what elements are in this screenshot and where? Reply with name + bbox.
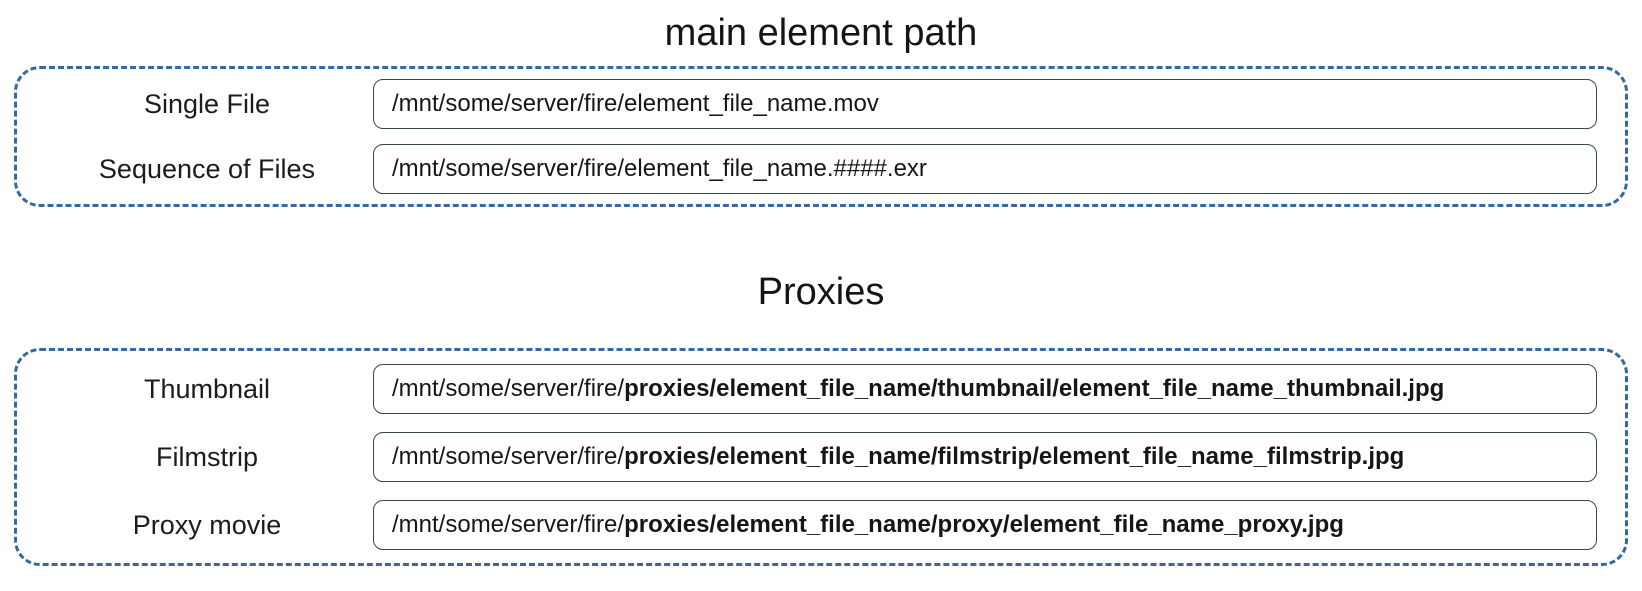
- proxy-movie-path-field[interactable]: /mnt/some/server/fire/proxies/element_fi…: [373, 500, 1597, 550]
- main-element-path-title: main element path: [664, 12, 978, 54]
- filmstrip-path-field[interactable]: /mnt/some/server/fire/proxies/element_fi…: [373, 432, 1597, 482]
- filmstrip-path-text: /mnt/some/server/fire/: [392, 443, 625, 470]
- thumbnail-row: Thumbnail /mnt/some/server/fire/proxies/…: [41, 364, 1597, 414]
- sequence-of-files-path-text: /mnt/some/server/fire/element_file_name.…: [392, 155, 927, 182]
- section-proxies: Proxies Thumbnail /mnt/some/server/fire/…: [0, 269, 1642, 566]
- main-element-path-group: Single File /mnt/some/server/fire/elemen…: [14, 66, 1628, 207]
- thumbnail-path-text: /mnt/some/server/fire/: [392, 375, 625, 402]
- proxies-group: Thumbnail /mnt/some/server/fire/proxies/…: [14, 348, 1628, 566]
- proxy-movie-path-text: /mnt/some/server/fire/: [392, 511, 625, 538]
- proxy-movie-label: Proxy movie: [132, 509, 282, 540]
- section-main-element-path: main element path Single File /mnt/some/…: [0, 10, 1642, 207]
- thumbnail-path-text-bold: proxies/element_file_name/thumbnail/elem…: [624, 375, 1445, 402]
- single-file-row: Single File /mnt/some/server/fire/elemen…: [41, 79, 1597, 129]
- thumbnail-label: Thumbnail: [143, 373, 271, 404]
- sequence-of-files-path-field[interactable]: /mnt/some/server/fire/element_file_name.…: [373, 144, 1597, 194]
- filmstrip-label: Filmstrip: [156, 441, 258, 472]
- proxy-movie-path-text-bold: proxies/element_file_name/proxy/element_…: [624, 511, 1344, 538]
- thumbnail-path-field[interactable]: /mnt/some/server/fire/proxies/element_fi…: [373, 364, 1597, 414]
- sequence-of-files-label: Sequence of Files: [98, 153, 316, 184]
- filmstrip-path-text-bold: proxies/element_file_name/filmstrip/elem…: [624, 443, 1405, 470]
- proxy-movie-row: Proxy movie /mnt/some/server/fire/proxie…: [41, 500, 1597, 550]
- single-file-path-text: /mnt/some/server/fire/element_file_name.…: [392, 90, 879, 117]
- single-file-path-field[interactable]: /mnt/some/server/fire/element_file_name.…: [373, 79, 1597, 129]
- sequence-of-files-row: Sequence of Files /mnt/some/server/fire/…: [41, 144, 1597, 194]
- proxies-title: Proxies: [757, 271, 885, 313]
- filmstrip-row: Filmstrip /mnt/some/server/fire/proxies/…: [41, 432, 1597, 482]
- single-file-label: Single File: [143, 88, 271, 119]
